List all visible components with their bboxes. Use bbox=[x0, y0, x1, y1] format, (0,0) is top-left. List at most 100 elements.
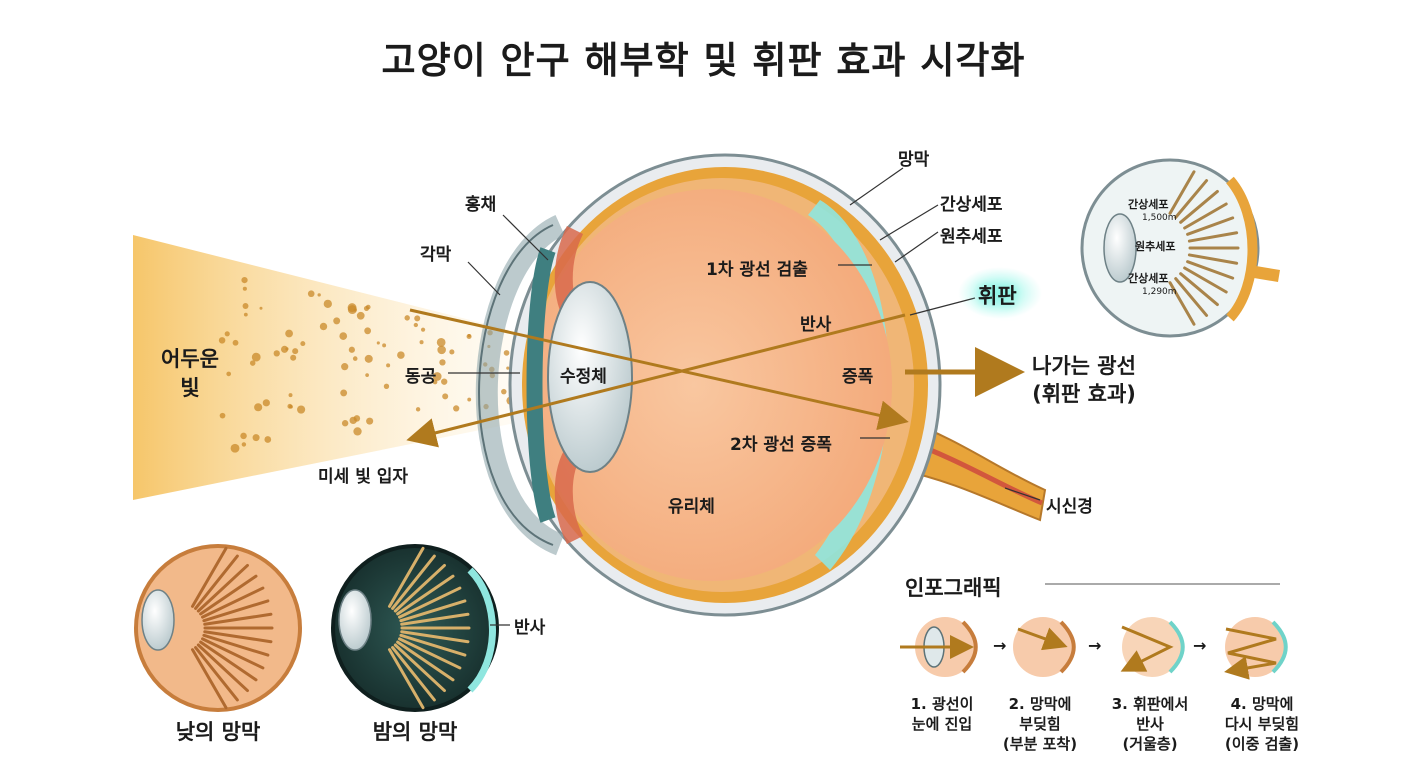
light-particle bbox=[323, 299, 332, 309]
rod-cell bbox=[1186, 216, 1235, 236]
day-retina-label: 낮의 망막 bbox=[175, 720, 261, 744]
rod-cell bbox=[201, 637, 265, 670]
light-particle bbox=[352, 356, 358, 361]
rod-cell bbox=[400, 630, 470, 644]
rod-cell bbox=[196, 563, 249, 613]
rod-cell bbox=[1186, 260, 1235, 280]
rod-cell bbox=[191, 546, 228, 608]
light-particle bbox=[285, 329, 293, 338]
light-particle bbox=[226, 371, 232, 377]
step-4-line-2: 다시 부딪힘 bbox=[1224, 715, 1300, 733]
rod-cell bbox=[400, 612, 470, 626]
light-particle bbox=[415, 407, 421, 412]
rod-cell bbox=[203, 630, 273, 644]
light-particle bbox=[453, 405, 460, 412]
light-particles bbox=[218, 276, 521, 453]
inset-rods-bottom-label: 간상세포 bbox=[1128, 272, 1169, 285]
light-particle bbox=[341, 420, 349, 427]
rod-cell bbox=[203, 612, 273, 626]
rod-cell bbox=[199, 640, 258, 682]
cornea-label: 각막 bbox=[420, 245, 452, 265]
light-particle bbox=[290, 354, 297, 361]
cones-label: 원추세포 bbox=[940, 227, 1003, 247]
light-particle bbox=[501, 388, 507, 395]
cornea-shape bbox=[475, 214, 566, 556]
night-reflect-label: 반사 bbox=[514, 618, 546, 638]
light-particle bbox=[241, 442, 247, 447]
light-particle bbox=[339, 332, 348, 340]
step-arrow-2: → bbox=[1088, 636, 1102, 655]
light-particle bbox=[273, 350, 280, 357]
iris-shape bbox=[526, 247, 556, 523]
light-particle bbox=[419, 340, 424, 345]
rod-cell bbox=[388, 648, 425, 710]
light-particle bbox=[432, 372, 442, 381]
step-arrow-3: → bbox=[1193, 636, 1207, 655]
light-particle bbox=[436, 337, 446, 347]
light-particle bbox=[397, 351, 405, 359]
step-2-line-2: 부딪힘 bbox=[1019, 715, 1061, 733]
rod-cell bbox=[396, 574, 455, 616]
outgoing-ray-label-2: (휘판 효과) bbox=[1032, 382, 1136, 406]
step-4-caption: 4. 망막에 다시 부딪힘 (이중 검출) bbox=[1225, 694, 1299, 754]
light-particle bbox=[503, 350, 510, 356]
step-1-retina-arc bbox=[961, 620, 978, 674]
step-3-caption: 3. 휘판에서 반사 (거울층) bbox=[1112, 694, 1189, 754]
light-particle bbox=[442, 393, 449, 400]
particles-label: 미세 빛 입자 bbox=[318, 467, 409, 487]
cornea-outline bbox=[478, 224, 554, 546]
light-particle bbox=[432, 379, 438, 385]
light-particle bbox=[285, 347, 289, 351]
light-particle bbox=[243, 312, 248, 317]
light-particle bbox=[347, 303, 357, 312]
infographic-steps bbox=[900, 617, 1288, 680]
step-4-line-3: (이중 검출) bbox=[1224, 735, 1300, 753]
light-particle bbox=[363, 305, 370, 311]
light-particle bbox=[439, 359, 446, 366]
light-particle bbox=[441, 378, 448, 385]
tapetum-glow bbox=[958, 267, 1042, 319]
light-particle bbox=[420, 327, 426, 332]
night-retina-label: 밤의 망막 bbox=[372, 720, 458, 744]
light-particle bbox=[466, 333, 472, 340]
infographic-title: 인포그래픽 bbox=[905, 576, 1002, 600]
light-particle bbox=[300, 341, 306, 347]
light-particle bbox=[287, 403, 293, 409]
rod-cell bbox=[398, 586, 462, 619]
light-particle bbox=[307, 290, 315, 298]
light-particle bbox=[333, 317, 341, 325]
rod-cell bbox=[388, 546, 425, 608]
light-particle bbox=[219, 412, 226, 419]
reflected-ray-1 bbox=[406, 313, 906, 448]
light-particle bbox=[292, 348, 299, 355]
step-4-ray bbox=[1224, 627, 1277, 680]
page-title: 고양이 안구 해부학 및 휘판 효과 시각화 bbox=[381, 39, 1026, 82]
rod-cell bbox=[191, 648, 228, 710]
vitreous-body bbox=[532, 189, 892, 581]
rod-cell bbox=[1174, 179, 1209, 219]
iris-label: 홍채 bbox=[465, 195, 497, 215]
light-particle bbox=[467, 397, 472, 402]
light-particle bbox=[259, 306, 263, 310]
rod-cell bbox=[194, 554, 239, 610]
light-particle bbox=[449, 349, 455, 355]
rod-cell bbox=[391, 554, 436, 610]
amplify-label: 증폭 bbox=[842, 367, 874, 387]
light-particle bbox=[506, 366, 510, 370]
light-particle bbox=[383, 383, 390, 389]
lens-shape bbox=[547, 281, 633, 473]
dim-light-label-2: 빛 bbox=[180, 376, 200, 400]
rod-cell bbox=[393, 563, 446, 613]
rod-cell bbox=[1174, 277, 1209, 317]
step-4-retina-arc bbox=[1271, 620, 1288, 674]
light-particle bbox=[437, 345, 446, 355]
retina-label: 망막 bbox=[898, 150, 930, 170]
light-particle bbox=[262, 399, 270, 407]
inset-cones-label: 원추세포 bbox=[1135, 240, 1176, 253]
light-particle bbox=[348, 346, 355, 353]
rod-cell bbox=[202, 633, 270, 657]
inset-retina bbox=[1226, 176, 1258, 322]
tapetum-label: 휘판 bbox=[978, 284, 1017, 308]
rod-cell bbox=[1187, 253, 1239, 265]
step-3-retina-arc bbox=[1168, 620, 1185, 674]
